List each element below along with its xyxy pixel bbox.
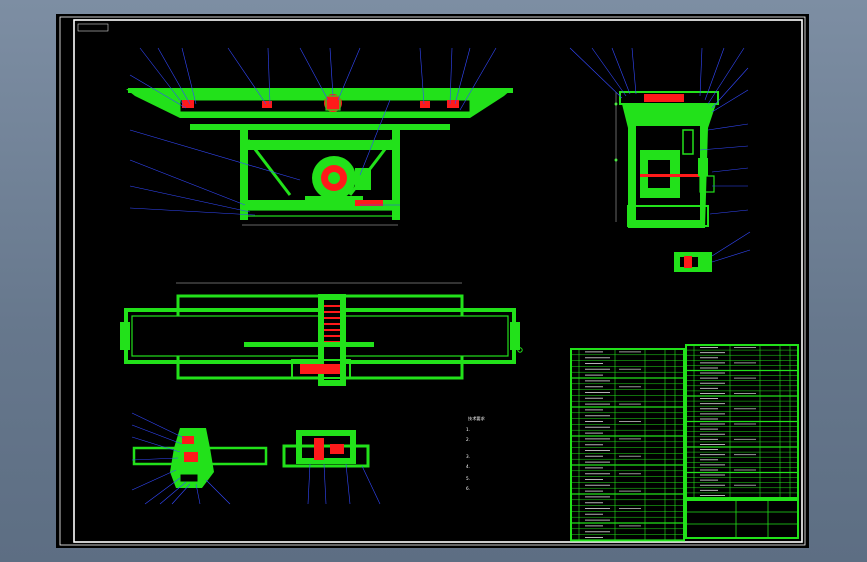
front-leaders xyxy=(129,47,497,216)
front-left-leg xyxy=(240,125,248,220)
bom-table-left xyxy=(570,348,685,542)
front-view xyxy=(126,47,513,226)
side-top-section xyxy=(644,94,684,102)
title-block xyxy=(685,499,799,539)
corner-tag-box xyxy=(77,23,109,32)
front-center-bearing xyxy=(324,94,342,112)
technical-notes: 技术要求 1. 2. 3. 4. 5. 6. xyxy=(466,415,486,491)
top-shaft xyxy=(244,342,374,347)
front-left-roller xyxy=(182,100,194,108)
note-line: 2. xyxy=(466,437,470,442)
front-rail xyxy=(190,124,450,130)
detail-right-leaders xyxy=(307,463,381,505)
side-base xyxy=(627,205,709,227)
note-line: 5. xyxy=(466,476,470,481)
top-spring xyxy=(324,305,340,343)
side-gearbox xyxy=(698,158,708,176)
note-line: 4. xyxy=(466,464,470,469)
note-line: 3. xyxy=(466,454,470,459)
front-right-leg xyxy=(392,125,400,220)
detail-left-view xyxy=(131,412,268,505)
notes-heading: 技术要求 xyxy=(468,415,486,422)
note-line: 6. xyxy=(466,486,470,491)
note-line: 1. xyxy=(466,427,470,432)
bom-table-right xyxy=(685,344,799,499)
front-right-roller xyxy=(447,100,459,108)
outer-frame xyxy=(59,16,806,546)
top-view xyxy=(120,282,523,386)
detail-right-view xyxy=(282,430,381,505)
inner-frame xyxy=(73,19,803,543)
front-cross-bar xyxy=(248,140,392,150)
bom-frame xyxy=(570,348,685,542)
detail-left-leaders xyxy=(131,412,231,505)
side-leaders xyxy=(569,47,749,215)
side-view xyxy=(569,47,751,272)
front-top-plate xyxy=(128,88,513,93)
front-motor-mount xyxy=(305,196,363,206)
top-right-end xyxy=(510,322,520,350)
top-coupling xyxy=(291,359,351,379)
front-reducer xyxy=(355,168,371,190)
side-axle-section xyxy=(640,174,700,177)
front-base-foot xyxy=(241,209,399,217)
front-mid-roller-1 xyxy=(262,101,272,108)
top-left-end xyxy=(120,322,130,350)
front-mid-roller-2 xyxy=(420,101,430,108)
side-bearing xyxy=(682,129,694,155)
